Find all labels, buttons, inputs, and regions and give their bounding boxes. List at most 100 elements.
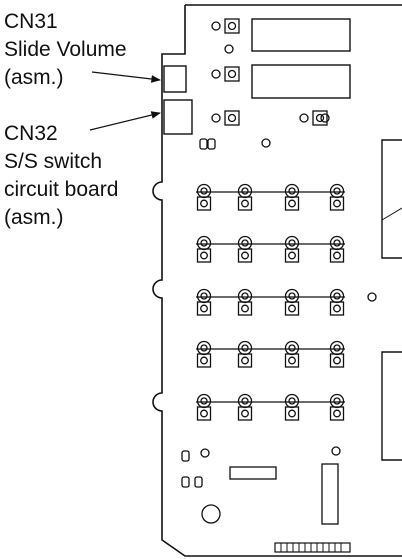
switch-pad-square bbox=[237, 196, 253, 211]
switch-pad-hole bbox=[200, 356, 208, 365]
switch-pad-hole bbox=[200, 199, 208, 208]
switch-contact-ring bbox=[237, 235, 253, 251]
board-outline bbox=[152, 4, 402, 557]
switch-pad-hole bbox=[333, 356, 341, 365]
switch-contact-ring bbox=[237, 183, 253, 199]
switch-pad-square bbox=[196, 248, 212, 263]
switch-pad-square bbox=[196, 301, 212, 316]
right-component-upper bbox=[381, 139, 402, 259]
via-hole bbox=[331, 446, 341, 456]
via-hole bbox=[367, 292, 377, 302]
switch-pad-square bbox=[284, 353, 300, 368]
bottom-ic bbox=[321, 463, 339, 525]
switch-pad-hole bbox=[200, 251, 208, 260]
cn32-asm: (asm.) bbox=[4, 206, 64, 229]
switch-contact-center bbox=[241, 187, 249, 195]
top-chip-1 bbox=[251, 18, 351, 52]
small-pad bbox=[194, 476, 203, 488]
switch-pad-hole bbox=[333, 251, 341, 260]
switch-pad-square bbox=[284, 248, 300, 263]
switch-contact-ring bbox=[284, 235, 300, 251]
switch-pad-square bbox=[329, 301, 345, 316]
switch-pad-square bbox=[237, 353, 253, 368]
via-hole bbox=[320, 113, 330, 123]
pad-square bbox=[224, 18, 240, 34]
switch-contact-ring bbox=[196, 288, 212, 304]
switch-contact-center bbox=[333, 397, 341, 405]
small-pad bbox=[181, 450, 190, 462]
switch-contact-center bbox=[200, 292, 208, 300]
cn32-name-line2: circuit board bbox=[4, 178, 119, 201]
switch-contact-ring bbox=[284, 393, 300, 409]
switch-pad-hole bbox=[288, 356, 296, 365]
switch-contact-center bbox=[333, 239, 341, 247]
switch-pad-hole bbox=[333, 304, 341, 313]
switch-contact-center bbox=[288, 397, 296, 405]
pad-hole bbox=[315, 113, 325, 123]
via-hole bbox=[224, 44, 234, 54]
small-pad bbox=[207, 138, 216, 150]
switch-contact-ring bbox=[329, 183, 345, 199]
switch-pad-square bbox=[196, 406, 212, 421]
switch-pad-hole bbox=[333, 409, 341, 418]
switch-contact-ring bbox=[196, 340, 212, 356]
switch-pad-square bbox=[284, 406, 300, 421]
switch-contact-center bbox=[333, 292, 341, 300]
right-component-lower bbox=[381, 351, 402, 461]
switch-pad-hole bbox=[288, 251, 296, 260]
switch-contact-center bbox=[333, 344, 341, 352]
switch-contact-center bbox=[288, 187, 296, 195]
switch-contact-ring bbox=[237, 393, 253, 409]
cn31-name: Slide Volume bbox=[4, 38, 127, 61]
switch-pad-hole bbox=[288, 304, 296, 313]
switch-pad-hole bbox=[241, 199, 249, 208]
switch-contact-center bbox=[200, 397, 208, 405]
right-component-upper-lead bbox=[381, 207, 402, 221]
switch-pad-hole bbox=[241, 304, 249, 313]
switch-contact-center bbox=[241, 397, 249, 405]
switch-pad-square bbox=[329, 248, 345, 263]
switch-pad-square bbox=[329, 353, 345, 368]
bottom-edge-connector bbox=[274, 542, 351, 553]
switch-contact-ring bbox=[284, 340, 300, 356]
switch-contact-ring bbox=[237, 288, 253, 304]
pad-square bbox=[312, 110, 328, 126]
switch-contact-center bbox=[241, 344, 249, 352]
switch-pad-square bbox=[329, 406, 345, 421]
switch-pad-hole bbox=[288, 409, 296, 418]
cn32-name-line1: S/S switch bbox=[4, 150, 103, 173]
small-parts bbox=[181, 18, 377, 488]
switch-pad-square bbox=[329, 196, 345, 211]
pad-hole bbox=[227, 113, 237, 123]
switch-pad-hole bbox=[241, 356, 249, 365]
cn31-title: CN31 bbox=[4, 10, 58, 33]
switch-pad-square bbox=[284, 301, 300, 316]
switch-grid bbox=[196, 183, 345, 421]
switch-contact-ring bbox=[284, 288, 300, 304]
switch-contact-center bbox=[241, 292, 249, 300]
switch-contact-center bbox=[200, 239, 208, 247]
pad-hole bbox=[227, 21, 237, 31]
pad-square bbox=[224, 66, 240, 82]
switch-pad-hole bbox=[200, 304, 208, 313]
via-hole bbox=[211, 113, 221, 123]
switch-contact-ring bbox=[237, 340, 253, 356]
switch-contact-ring bbox=[196, 183, 212, 199]
switch-contact-center bbox=[241, 239, 249, 247]
switch-pad-hole bbox=[200, 409, 208, 418]
switch-contact-ring bbox=[196, 393, 212, 409]
switch-contact-ring bbox=[329, 235, 345, 251]
switch-contact-center bbox=[200, 187, 208, 195]
switch-pad-square bbox=[284, 196, 300, 211]
small-pad bbox=[199, 138, 208, 150]
switch-contact-center bbox=[288, 292, 296, 300]
switch-pad-hole bbox=[241, 251, 249, 260]
bottom-large-hole bbox=[201, 504, 221, 524]
small-pad bbox=[181, 476, 190, 488]
via-hole bbox=[200, 448, 210, 458]
switch-pad-square bbox=[196, 196, 212, 211]
pad-hole bbox=[227, 69, 237, 79]
switch-contact-center bbox=[288, 344, 296, 352]
pad-square bbox=[224, 110, 240, 126]
